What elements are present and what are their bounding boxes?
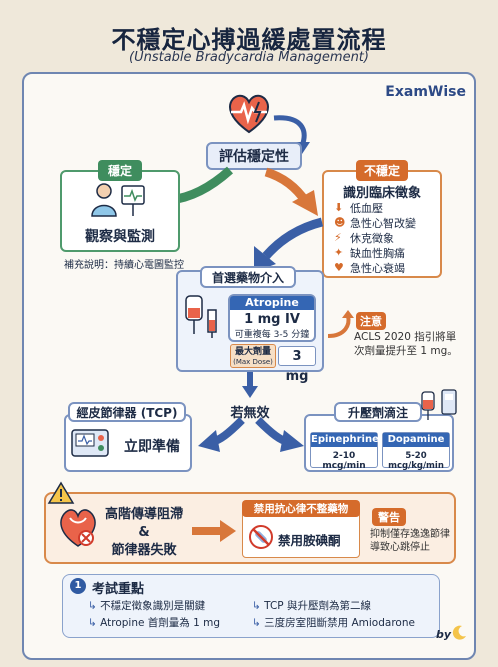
- key-point-item: ↳ Atropine 首劑量為 1 mg: [88, 615, 238, 632]
- arrow-to-banned: [192, 520, 236, 542]
- page-subtitle: (Unstable Bradycardia Management): [129, 50, 369, 65]
- key-points-col-right: ↳ TCP 與升壓劑為第二線 ↳ 三度房室阻斷禁用 Amiodarone: [252, 598, 438, 632]
- heart-ecg-icon: [229, 94, 269, 134]
- drug-heading-box: 首選藥物介入: [200, 266, 296, 288]
- key-points-box: [62, 574, 440, 638]
- epinephrine-name: Epinephrine: [311, 433, 379, 447]
- max-dose-label-en: (Max Dose): [233, 358, 273, 366]
- dopamine-name: Dopamine: [383, 433, 449, 447]
- key-point-item: ↳ 不穩定徵象識別是關鍵: [88, 598, 238, 615]
- max-dose-value: 3 mg: [278, 346, 316, 384]
- arrow-to-tcp: [198, 417, 245, 452]
- stable-tag: 穩定: [98, 160, 142, 181]
- assess-stability-box: 評估穩定性: [206, 142, 302, 170]
- key-point-item: ↳ 三度房室阻斷禁用 Amiodarone: [252, 615, 438, 632]
- high-block-line2: 節律器失敗: [111, 543, 177, 558]
- high-block-title: 高階傳導阻滯 & 節律器失敗: [98, 506, 190, 560]
- atropine-repeat: 可重複每 3-5 分鐘: [234, 330, 310, 340]
- sign-item: ☻ 急性心智改變: [334, 215, 444, 230]
- moon-logo-icon: [452, 625, 466, 640]
- bullet-arrow-icon: ↳: [88, 617, 101, 629]
- unstable-box: [322, 170, 442, 278]
- key-points-number-badge: 1: [70, 578, 86, 594]
- stable-action: 觀察與監測: [85, 229, 155, 245]
- pressor-heading-box: 升壓劑滴注: [334, 402, 422, 422]
- brand-logo: ExamWise: [385, 84, 466, 100]
- key-point-text: TCP 與升壓劑為第二線: [264, 600, 371, 612]
- bullet-arrow-icon: ↳: [88, 600, 101, 612]
- max-dose-label: 最大劑量: [234, 347, 271, 357]
- key-points-col-left: ↳ 不穩定徵象識別是關鍵 ↳ Atropine 首劑量為 1 mg: [88, 598, 238, 632]
- dopamine-dose: 5-20 mcg/kg/min: [388, 451, 444, 471]
- unstable-signs-list: ⬇ 低血壓 ☻ 急性心智改變 ⚡ 休克徵象 ✦ 缺血性胸痛 ♥ 急性心衰竭: [334, 200, 444, 275]
- iv-bag-syringe-icon: [185, 295, 217, 338]
- sign-item: ✦ 缺血性胸痛: [334, 245, 444, 260]
- warning-tag: 警告: [372, 508, 406, 526]
- tcp-heading: 經皮節律器 (TCP): [76, 405, 178, 420]
- sign-label: 缺血性胸痛: [350, 246, 405, 260]
- tcp-action: 立即準備: [124, 439, 180, 455]
- banned-drug: 禁用胺碘酮: [278, 533, 341, 548]
- down-arrow-icon: ⬇: [334, 201, 344, 214]
- lightning-icon: ⚡: [334, 231, 342, 244]
- key-point-text: 三度房室阻斷禁用 Amiodarone: [264, 617, 415, 629]
- caution-tag: 注意: [356, 312, 386, 330]
- arrow-to-ineffective: [242, 372, 258, 398]
- heart-block-icon: [60, 509, 96, 547]
- banned-tag: 禁用抗心律不整藥物: [242, 500, 360, 517]
- tcp-heading-box: 經皮節律器 (TCP): [68, 402, 186, 422]
- heart-icon: ♥: [334, 261, 344, 274]
- sign-item: ♥ 急性心衰竭: [334, 260, 444, 275]
- stable-note: 補充說明：持續心電圖監控: [64, 260, 184, 271]
- key-points-heading: 考試重點: [92, 582, 145, 597]
- pacemaker-device-icon: [71, 429, 109, 457]
- epinephrine-card: Epinephrine 2-10 mcg/min: [310, 432, 379, 471]
- key-point-text: 不穩定徵象識別是關鍵: [100, 600, 206, 612]
- atropine-dose: 1 mg IV: [244, 312, 300, 327]
- chest-pain-icon: ✦: [334, 246, 344, 259]
- patient-monitor-icon: [91, 183, 145, 217]
- unstable-heading: 識別臨床徵象: [342, 186, 421, 201]
- infusion-pump-icon: [421, 389, 457, 420]
- stable-box: [60, 170, 180, 252]
- atropine-card: Atropine 1 mg IV 可重複每 3-5 分鐘: [228, 294, 316, 342]
- max-dose-label-box: 最大劑量 (Max Dose): [230, 344, 276, 368]
- key-point-item: ↳ TCP 與升壓劑為第二線: [252, 598, 438, 615]
- arrow-to-unstable: [264, 167, 318, 216]
- sign-label: 低血壓: [350, 201, 383, 215]
- arrow-to-drug: [254, 217, 324, 272]
- bullet-arrow-icon: ↳: [252, 617, 265, 629]
- warning-text: 抑制僅存逸逸節律導致心跳停止: [370, 529, 450, 553]
- high-block-line1: 高階傳導阻滯: [104, 507, 183, 522]
- bullet-arrow-icon: ↳: [252, 600, 265, 612]
- high-block-amp: &: [138, 525, 150, 540]
- assess-label: 評估穩定性: [219, 149, 289, 165]
- sign-label: 急性心智改變: [350, 216, 416, 230]
- warning-icon: [47, 481, 75, 504]
- pressor-heading: 升壓劑滴注: [347, 405, 408, 420]
- sign-item: ⬇ 低血壓: [334, 200, 444, 215]
- sign-label: 急性心衰竭: [350, 261, 405, 275]
- drug-heading: 首選藥物介入: [211, 270, 284, 285]
- arrow-to-pressor: [255, 417, 304, 452]
- curved-arrow-to-caution: [327, 310, 354, 338]
- epinephrine-dose: 2-10 mcg/min: [322, 451, 366, 471]
- sign-label: 休克徵象: [350, 231, 394, 245]
- key-point-text: Atropine 首劑量為 1 mg: [100, 617, 221, 629]
- page-title: 不穩定心搏過緩處置流程: [111, 26, 387, 54]
- signature-by: by: [436, 628, 452, 641]
- brain-icon: ☻: [334, 216, 346, 229]
- atropine-name: Atropine: [230, 296, 314, 310]
- caution-text: ACLS 2020 指引將單次劑量提升至 1 mg。: [354, 331, 458, 357]
- no-pill-icon: [249, 525, 273, 549]
- dopamine-card: Dopamine 5-20 mcg/kg/min: [382, 432, 450, 471]
- sign-item: ⚡ 休克徵象: [334, 230, 444, 245]
- ineffective-label: 若無效: [230, 406, 270, 421]
- unstable-tag: 不穩定: [356, 160, 408, 181]
